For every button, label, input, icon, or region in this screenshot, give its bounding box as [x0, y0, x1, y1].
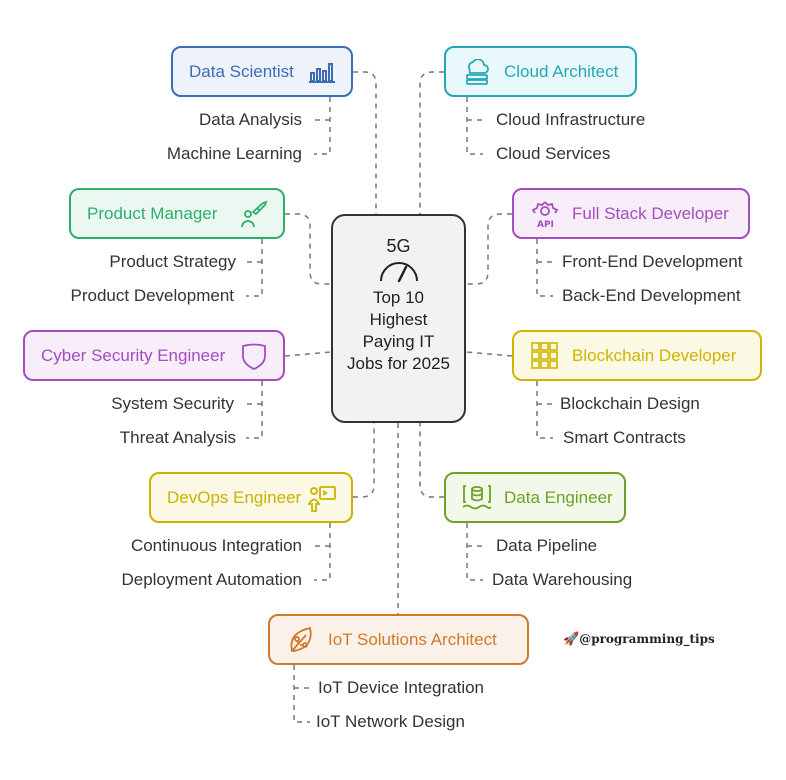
sub-item: Data Analysis	[199, 110, 302, 129]
card-label: Cyber Security Engineer	[41, 345, 226, 365]
person-terminal-icon	[307, 483, 337, 513]
rocket-icon: 🚀	[563, 632, 580, 647]
bar-chart-icon	[307, 57, 337, 87]
sub-item: System Security	[111, 394, 234, 413]
sub-item: Blockchain Design	[560, 394, 700, 413]
rocket-person-icon	[239, 199, 269, 229]
card-devops-engineer: DevOps Engineer	[149, 472, 353, 523]
card-data-engineer: Data Engineer	[444, 472, 626, 523]
gauge-icon	[379, 262, 418, 283]
card-label: DevOps Engineer	[167, 487, 302, 507]
center-title: Top 10 Highest Paying IT Jobs for 2025	[346, 288, 450, 373]
shield-icon	[239, 341, 269, 371]
svg-text:API: API	[537, 220, 554, 228]
sub-item: Cloud Infrastructure	[496, 110, 646, 129]
api-gear-icon: API	[530, 199, 560, 229]
card-data-scientist: Data Scientist	[171, 46, 353, 97]
sub-item: Data Warehousing	[492, 570, 633, 589]
sub-item: Deployment Automation	[121, 570, 303, 589]
card-label: Blockchain Developer	[572, 345, 737, 365]
watermark: 🚀@programming_tips	[563, 632, 715, 647]
card-label: IoT Solutions Architect	[328, 629, 497, 649]
sub-item: Data Pipeline	[496, 536, 598, 555]
watermark-text: @programming_tips	[579, 632, 715, 646]
card-label: Full Stack Developer	[572, 203, 729, 223]
center-badge: 5G	[386, 236, 411, 256]
sub-item: IoT Network Design	[316, 712, 465, 731]
center-node: 5G Top 10 Highest Paying IT Jobs for 202…	[331, 214, 466, 423]
sub-item: Back-End Development	[562, 286, 741, 305]
circuit-leaf-icon	[286, 625, 316, 655]
blocks-grid-icon	[530, 341, 560, 371]
card-label: Data Scientist	[189, 61, 294, 81]
card-product-manager: Product Manager	[69, 188, 285, 239]
sub-item: Front-End Development	[562, 252, 743, 271]
card-label: Product Manager	[87, 203, 218, 223]
database-pipeline-icon	[462, 483, 492, 513]
card-cloud-architect: Cloud Architect	[444, 46, 637, 97]
card-iot-solutions-architect: IoT Solutions Architect	[268, 614, 529, 665]
sub-item: IoT Device Integration	[318, 678, 484, 697]
card-full-stack-developer: API Full Stack Developer	[512, 188, 750, 239]
card-blockchain-developer: Blockchain Developer	[512, 330, 762, 381]
sub-item: Smart Contracts	[563, 428, 686, 447]
sub-item: Continuous Integration	[130, 536, 302, 555]
sub-item: Product Strategy	[109, 252, 236, 271]
sub-item: Machine Learning	[166, 144, 302, 163]
sub-item: Cloud Services	[496, 144, 611, 163]
card-label: Cloud Architect	[504, 61, 619, 81]
sub-item: Threat Analysis	[119, 428, 236, 447]
sub-item: Product Development	[70, 286, 234, 305]
card-cyber-security-engineer: Cyber Security Engineer	[23, 330, 285, 381]
cloud-server-icon	[462, 57, 492, 87]
card-label: Data Engineer	[504, 487, 613, 507]
